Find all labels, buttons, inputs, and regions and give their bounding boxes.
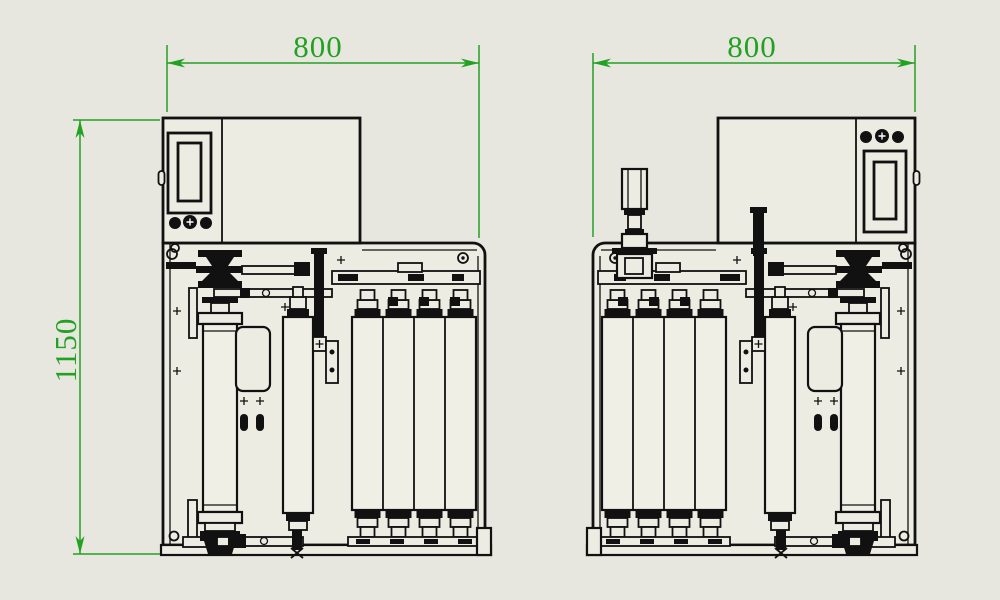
dimension-right-width: 800 [592, 29, 916, 237]
panel-button-icon [169, 217, 181, 229]
pneumatic-tower [612, 167, 657, 280]
panel-button-icon [860, 131, 872, 143]
push-rod-extension [750, 207, 767, 256]
control-panel [166, 131, 213, 229]
hmi-screen [176, 141, 203, 203]
panel-buttons [169, 215, 212, 229]
hmi-screen [872, 160, 898, 221]
panel-buttons [860, 129, 904, 143]
dimension-label-left-width: 800 [293, 29, 343, 64]
dimension-label-height: 1150 [48, 318, 83, 383]
left-view [157, 116, 493, 560]
right-view [585, 116, 921, 560]
dimension-label-right-width: 800 [727, 29, 777, 64]
panel-button-icon [200, 217, 212, 229]
dimension-height: 1150 [48, 119, 160, 555]
panel-button-icon [892, 131, 904, 143]
dimension-left-width: 800 [166, 29, 480, 238]
control-panel [860, 129, 908, 234]
